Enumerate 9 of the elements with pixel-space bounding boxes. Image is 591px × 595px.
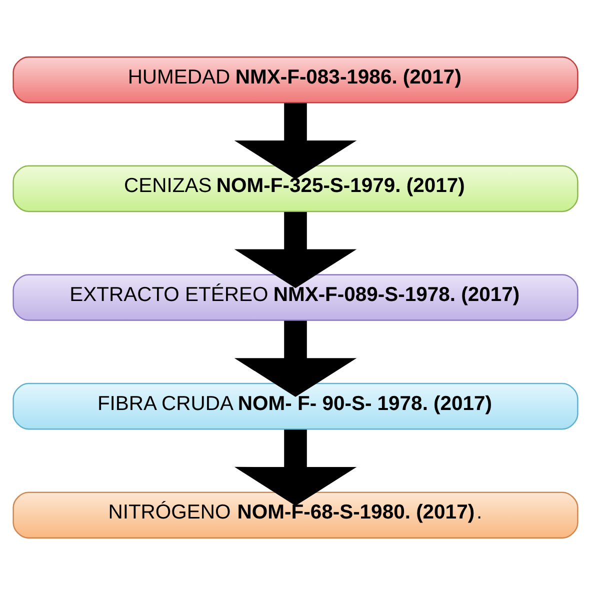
arrow <box>234 430 357 506</box>
node-box: FIBRA CRUDA NOM- F- 90-S- 1978. (2017) <box>12 382 578 430</box>
node-box: CENIZAS NOM-F-325-S-1979. (2017) <box>12 165 578 212</box>
node-box: HUMEDAD NMX-F-083-1986. (2017) <box>12 56 578 104</box>
node-box: EXTRACTO ETÉREO NMX-F-089-S-1978. (2017) <box>12 274 578 321</box>
node-box: NITRÓGENO NOM-F-68-S-1980. (2017). <box>12 492 578 539</box>
arrow <box>234 212 357 288</box>
arrow <box>234 320 357 397</box>
arrow <box>234 103 357 180</box>
